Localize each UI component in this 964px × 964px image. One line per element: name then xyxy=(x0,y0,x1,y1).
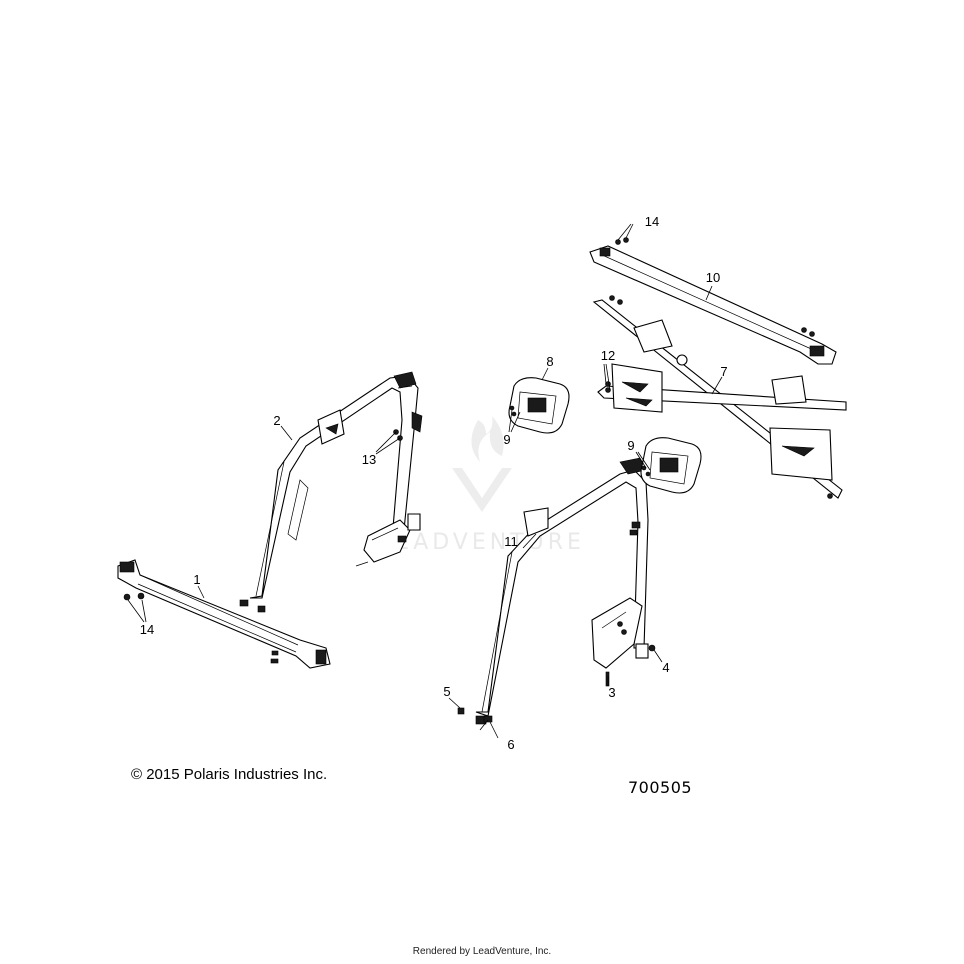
callout-3: 3 xyxy=(608,685,615,700)
callout-4: 4 xyxy=(662,660,669,675)
callout-13: 13 xyxy=(362,452,376,467)
part-8-light-right xyxy=(640,437,702,494)
callout-5: 5 xyxy=(443,684,450,699)
callout-1: 1 xyxy=(193,572,200,587)
callout-11: 11 xyxy=(504,534,518,549)
callout-9-right: 9 xyxy=(627,438,634,453)
leader-lines xyxy=(127,223,723,739)
rendered-by-footer: Rendered by LeadVenture, Inc. xyxy=(412,946,552,957)
part-7-roof-frame xyxy=(592,299,847,499)
watermark-text: LEADVENTURE xyxy=(379,530,585,555)
fasteners xyxy=(457,405,656,723)
callout-14-top: 14 xyxy=(645,214,659,229)
part-10-upper-tube xyxy=(589,237,837,365)
watermark-logo: LEADVENTURE xyxy=(379,416,585,555)
callout-10: 10 xyxy=(706,270,720,285)
copyright-text: © 2015 Polaris Industries Inc. xyxy=(131,766,328,783)
part-1-cross-tube xyxy=(117,559,331,669)
callout-9-left: 9 xyxy=(503,432,510,447)
callout-14-left: 14 xyxy=(140,622,154,637)
part-2-front-hoop xyxy=(239,371,423,613)
callout-7: 7 xyxy=(720,364,727,379)
callout-12: 12 xyxy=(601,348,615,363)
callout-2: 2 xyxy=(273,413,280,428)
diagram-part-number: 700505 xyxy=(628,778,693,797)
callout-6: 6 xyxy=(507,737,514,752)
callout-8: 8 xyxy=(546,354,553,369)
part-11-rear-hoop xyxy=(475,457,649,725)
callout-labels: 1 2 3 4 5 6 7 8 9 9 10 11 12 13 14 14 xyxy=(140,214,728,752)
part-8-light-left xyxy=(508,377,570,434)
